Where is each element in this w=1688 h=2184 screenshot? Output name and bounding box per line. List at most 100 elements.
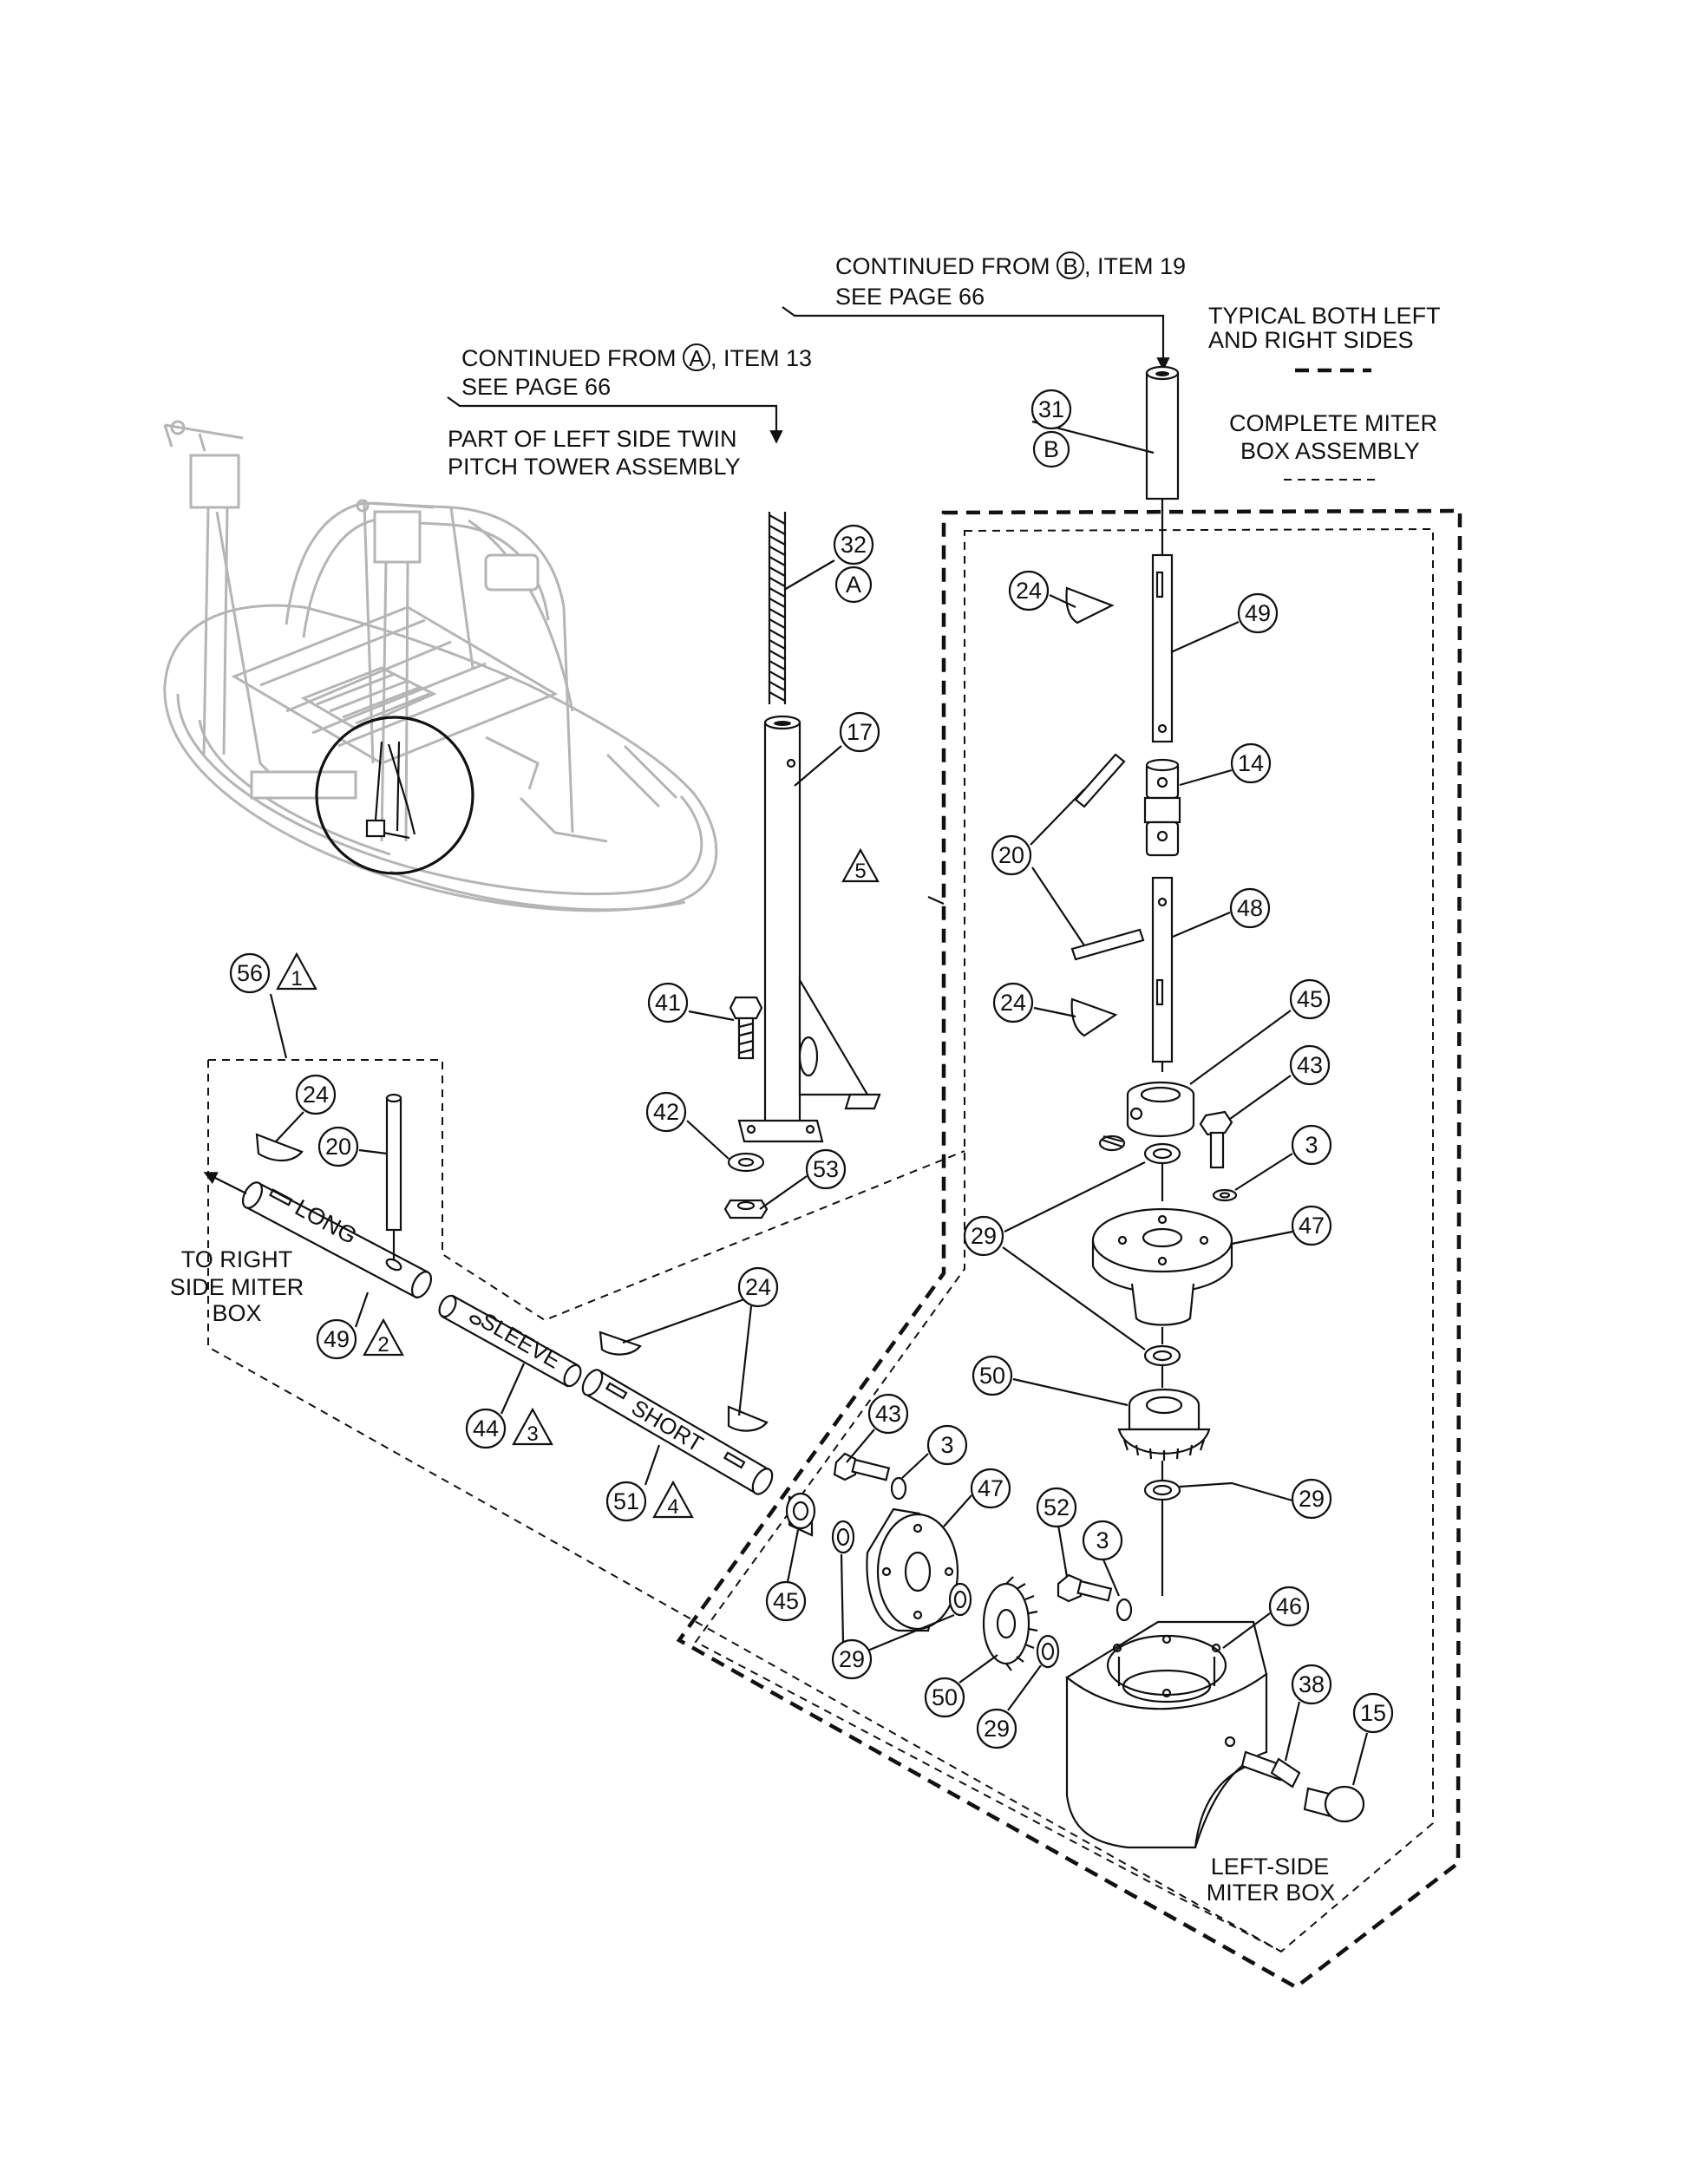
continued-a-suffix: , ITEM 13 xyxy=(710,345,813,371)
callout-38: 38 xyxy=(1291,1664,1332,1705)
callout-number: 29 xyxy=(1299,1486,1325,1512)
callout-17: 17 xyxy=(839,711,880,753)
callout-note-number: 4 xyxy=(667,1495,678,1519)
callout-number: 24 xyxy=(745,1274,771,1300)
callout-circle xyxy=(867,1393,909,1435)
callout-note-number: 3 xyxy=(527,1422,538,1446)
callout-number: 49 xyxy=(1245,600,1271,626)
callout-circle xyxy=(765,1580,807,1622)
callout-50: 50 xyxy=(924,1677,965,1718)
callout-52: 52 xyxy=(1036,1487,1077,1528)
callout-number: 20 xyxy=(325,1134,351,1160)
callout-49: 49 2 xyxy=(316,1318,404,1360)
callout-51: 51 4 xyxy=(605,1480,694,1522)
callout-number: 29 xyxy=(971,1223,997,1249)
letter-a-circle: A xyxy=(683,343,710,371)
continued-from-b-note: CONTINUED FROM B, ITEM 19 xyxy=(835,252,1186,280)
tower-note-line-1: PART OF LEFT SIDE TWIN xyxy=(448,426,737,452)
callout-circle xyxy=(1352,1692,1394,1734)
callout-number: 47 xyxy=(1299,1213,1325,1239)
callout-47: 47 xyxy=(970,1468,1011,1509)
callout-29: 29 xyxy=(1291,1478,1332,1520)
callout-number: 45 xyxy=(773,1588,799,1614)
callout-50: 50 xyxy=(972,1355,1013,1396)
callout-20: 20 xyxy=(317,1126,359,1167)
left-side-note-line-2: MITER BOX xyxy=(1206,1880,1336,1906)
callout-circle xyxy=(229,952,271,994)
callout-42: 42 xyxy=(645,1091,687,1133)
callout-number: 17 xyxy=(847,719,873,745)
callout-46: 46 xyxy=(1268,1586,1310,1627)
callout-32: 32A xyxy=(833,524,874,604)
callout-circle xyxy=(605,1481,647,1522)
continued-b-prefix: CONTINUED FROM xyxy=(835,253,1050,279)
callout-43: 43 xyxy=(867,1393,909,1435)
callout-number: 46 xyxy=(1276,1593,1302,1619)
callout-circle xyxy=(924,1677,965,1718)
callout-circle xyxy=(317,1126,359,1167)
complete-note-line-2: BOX ASSEMBLY xyxy=(1240,438,1420,464)
callout-45: 45 xyxy=(1289,978,1331,1020)
callout-number: 24 xyxy=(1000,990,1026,1016)
callout-circle xyxy=(963,1215,1004,1257)
callout-circle xyxy=(1082,1520,1123,1561)
callout-3: 3 xyxy=(1291,1124,1332,1166)
callout-circle xyxy=(1268,1586,1310,1627)
callout-letter: B xyxy=(1044,436,1059,462)
callout-number: 51 xyxy=(613,1488,639,1514)
callout-circle xyxy=(976,1708,1017,1749)
callout-43: 43 xyxy=(1289,1044,1331,1086)
callout-24: 24 xyxy=(1008,570,1050,611)
callout-15: 15 xyxy=(1352,1692,1394,1734)
callout-20: 20 xyxy=(991,834,1032,876)
note-triangle-5: 5 xyxy=(841,847,880,883)
callout-number: 31 xyxy=(1038,396,1064,422)
callout-3: 3 xyxy=(1082,1520,1123,1561)
continued-from-a-note: CONTINUED FROM A, ITEM 13 xyxy=(461,343,812,372)
callout-24: 24 xyxy=(992,982,1034,1023)
callout-number: 45 xyxy=(1297,986,1323,1012)
callout-number: 3 xyxy=(940,1432,953,1458)
miter-box-housing-46 xyxy=(1065,1620,1365,1849)
callout-circle xyxy=(839,711,880,753)
callout-note-triangle xyxy=(512,1407,553,1446)
callout-note-triangle xyxy=(276,951,317,991)
callout-circle xyxy=(465,1408,507,1449)
callout-circle xyxy=(1291,1205,1332,1246)
letter-b-circle: B xyxy=(1057,252,1084,279)
callout-49: 49 xyxy=(1237,592,1279,634)
horizontal-shaft-parts xyxy=(203,1093,1133,1671)
callout-circle xyxy=(831,1638,873,1680)
callout-29: 29 xyxy=(831,1638,873,1680)
callout-number: 14 xyxy=(1238,750,1264,776)
callout-circle xyxy=(295,1074,337,1115)
continued-a-prefix: CONTINUED FROM xyxy=(461,345,677,371)
callout-24: 24 xyxy=(295,1074,337,1115)
callout-note-number: 2 xyxy=(377,1333,389,1357)
callout-number: 52 xyxy=(1044,1494,1070,1520)
complete-note-line-1: COMPLETE MITER xyxy=(1229,410,1438,436)
callout-number: 29 xyxy=(839,1646,865,1672)
detail-circle xyxy=(315,716,474,875)
callout-circle xyxy=(1291,1664,1332,1705)
callout-circle xyxy=(833,524,874,566)
typical-note-line-2: AND RIGHT SIDES xyxy=(1208,327,1414,353)
leader-lines xyxy=(269,420,1369,1786)
callout-number: 49 xyxy=(324,1326,350,1352)
boat-context-illustration xyxy=(163,420,718,912)
callout-note-number: 1 xyxy=(291,967,302,991)
continuation-leaders xyxy=(447,306,1170,444)
right-side-note-line-3: BOX xyxy=(212,1300,262,1326)
callout-circle xyxy=(970,1468,1011,1509)
right-side-note-line-1: TO RIGHT xyxy=(180,1246,293,1272)
callout-circle xyxy=(645,1091,687,1133)
spring-32 xyxy=(768,512,787,704)
tower-note-line-2: PITCH TOWER ASSEMBLY xyxy=(448,454,741,480)
typical-note-line-1: TYPICAL BOTH LEFT xyxy=(1208,303,1441,329)
callout-14: 14 xyxy=(1230,742,1272,784)
callout-circle xyxy=(1289,978,1331,1020)
